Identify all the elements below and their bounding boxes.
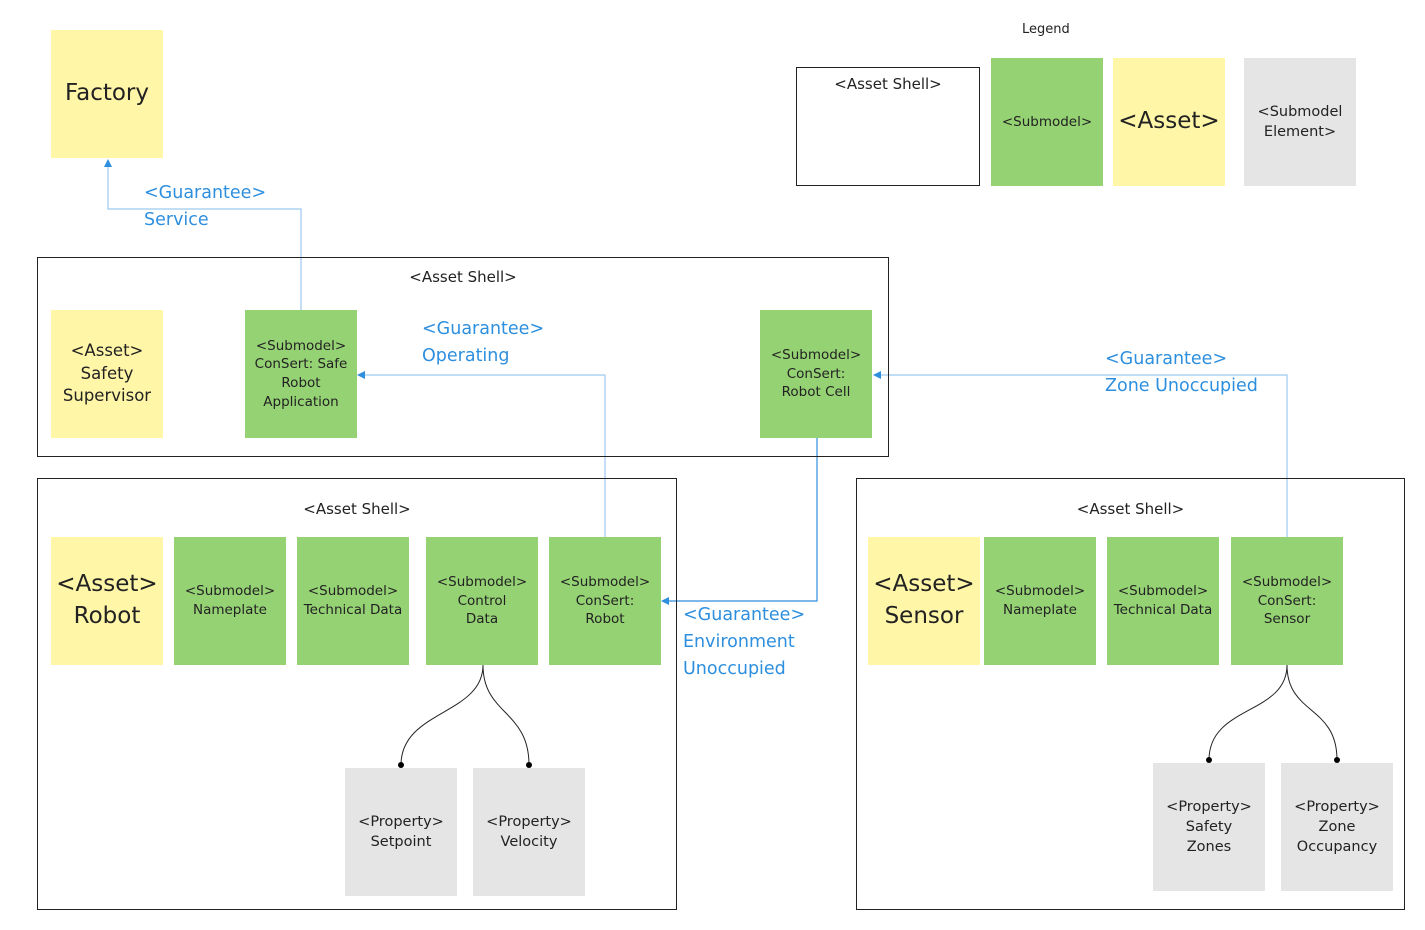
sensor-shell-title: <Asset Shell>	[1076, 500, 1185, 518]
supervisor-shell-title: <Asset Shell>	[409, 268, 517, 286]
velocity-property: <Property> Velocity	[473, 768, 585, 896]
sensor-technical-data-submodel: <Submodel> Technical Data	[1107, 537, 1219, 665]
guarantee-operating-link	[357, 371, 606, 537]
robot-asset: <Asset> Robot	[51, 537, 163, 665]
setpoint-property: <Property> Setpoint	[345, 768, 457, 896]
legend-asset: <Asset>	[1113, 58, 1225, 186]
velocity-connector-dot	[526, 762, 532, 768]
consert-robot-cell-submodel: <Submodel> ConSert: Robot Cell	[760, 310, 872, 438]
sensor-nameplate-submodel: <Submodel> Nameplate	[984, 537, 1096, 665]
control-data-setpoint-connector	[400, 664, 484, 766]
legend-submodel: <Submodel>	[991, 58, 1103, 186]
legend-submodel-element: <Submodel Element>	[1244, 58, 1356, 186]
guarantee-environment-unoccupied-label: <Guarantee> Environment Unoccupied	[683, 605, 806, 679]
robot-control-data-submodel: <Submodel> Control Data	[426, 537, 538, 665]
safety-zones-property: <Property> Safety Zones	[1153, 763, 1265, 891]
consert-robot-submodel: <Submodel> ConSert: Robot	[549, 537, 661, 665]
guarantee-operating-label: <Guarantee> Operating	[422, 319, 545, 366]
sensor-asset: <Asset> Sensor	[868, 537, 980, 665]
guarantee-service-link	[104, 159, 302, 311]
control-data-velocity-connector	[482, 664, 530, 766]
sensor-consert-zone-occupancy-connector	[1286, 664, 1338, 761]
robot-nameplate-submodel: <Submodel> Nameplate	[174, 537, 286, 665]
legend-asset-shell: <Asset Shell>	[796, 67, 980, 186]
safety-supervisor-asset: <Asset> Safety Supervisor	[51, 310, 163, 438]
guarantee-zone-unoccupied-link	[873, 371, 1288, 537]
zone-occupancy-property: <Property> Zone Occupancy	[1281, 763, 1393, 891]
zone-occupancy-connector-dot	[1334, 757, 1340, 763]
legend-title: Legend	[1022, 22, 1070, 37]
consert-safe-robot-application-submodel: <Submodel> ConSert: Safe Robot Applicati…	[245, 310, 357, 438]
robot-technical-data-submodel: <Submodel> Technical Data	[297, 537, 409, 665]
setpoint-connector-dot	[398, 762, 404, 768]
robot-shell-title: <Asset Shell>	[303, 500, 411, 518]
sensor-asset-shell: <Asset Shell>	[856, 478, 1405, 910]
safety-zones-connector-dot	[1206, 757, 1212, 763]
sensor-consert-safety-zones-connector	[1208, 664, 1288, 761]
robot-asset-shell: <Asset Shell>	[37, 478, 677, 910]
guarantee-zone-unoccupied-label: <Guarantee> Zone Unoccupied	[1105, 349, 1258, 396]
supervisor-asset-shell: <Asset Shell>	[37, 257, 889, 457]
guarantee-service-label: <Guarantee> Service	[144, 183, 267, 230]
factory-asset: Factory	[51, 30, 163, 158]
legend-asset-shell-label: <Asset Shell>	[834, 75, 942, 93]
guarantee-environment-link	[661, 438, 818, 605]
consert-sensor-submodel: <Submodel> ConSert: Sensor	[1231, 537, 1343, 665]
